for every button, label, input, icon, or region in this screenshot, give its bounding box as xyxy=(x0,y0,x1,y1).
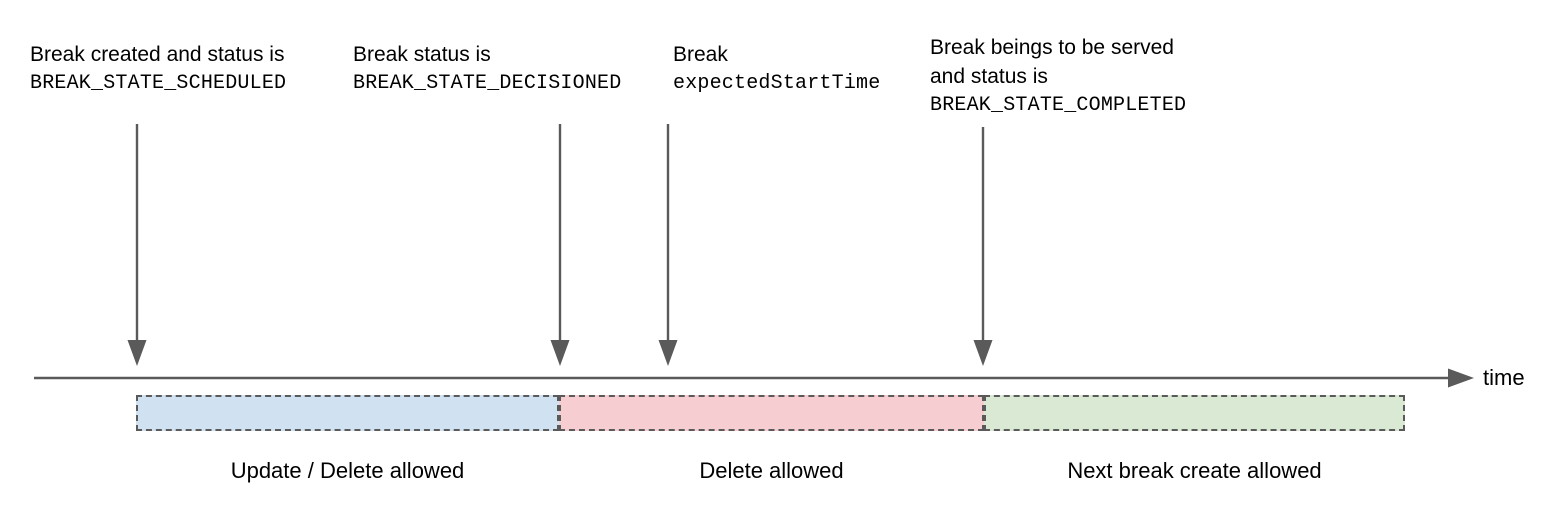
marker-arrow-expected-start-time-icon xyxy=(658,124,678,366)
annotation-line: Break status is xyxy=(353,43,491,66)
annotation-expected-start-time: Break expectedStartTime xyxy=(673,40,880,98)
annotation-line: Break created and status is xyxy=(30,43,285,66)
annotation-line: Break beings to be served xyxy=(930,36,1174,59)
marker-arrow-break-created-icon xyxy=(127,124,147,366)
phase-caption: Update / Delete allowed xyxy=(230,458,465,483)
annotation-line-code: BREAK_STATE_SCHEDULED xyxy=(30,72,287,95)
phase-bar-update-delete-allowed xyxy=(136,395,559,431)
annotation-break-completed: Break beings to be served and status is … xyxy=(930,33,1186,120)
marker-arrow-break-completed-icon xyxy=(973,127,993,366)
axis-arrowhead-icon xyxy=(1448,368,1474,388)
phase-bar-next-break-create-allowed xyxy=(984,395,1405,431)
annotation-line-code: BREAK_STATE_COMPLETED xyxy=(930,94,1187,117)
annotation-line-code: BREAK_STATE_DECISIONED xyxy=(353,72,622,95)
annotation-break-decisioned: Break status is BREAK_STATE_DECISIONED xyxy=(353,40,621,98)
phase-bar-delete-allowed xyxy=(559,395,984,431)
annotation-line-code: expectedStartTime xyxy=(673,72,881,95)
phase-caption: Next break create allowed xyxy=(1067,458,1322,483)
annotation-line: and status is xyxy=(930,65,1048,88)
axis-label-time: time xyxy=(1483,365,1525,390)
marker-arrow-break-decisioned-icon xyxy=(550,124,570,366)
phase-caption: Delete allowed xyxy=(699,458,844,483)
annotation-break-created: Break created and status is BREAK_STATE_… xyxy=(30,40,286,98)
annotation-line: Break xyxy=(673,43,728,66)
